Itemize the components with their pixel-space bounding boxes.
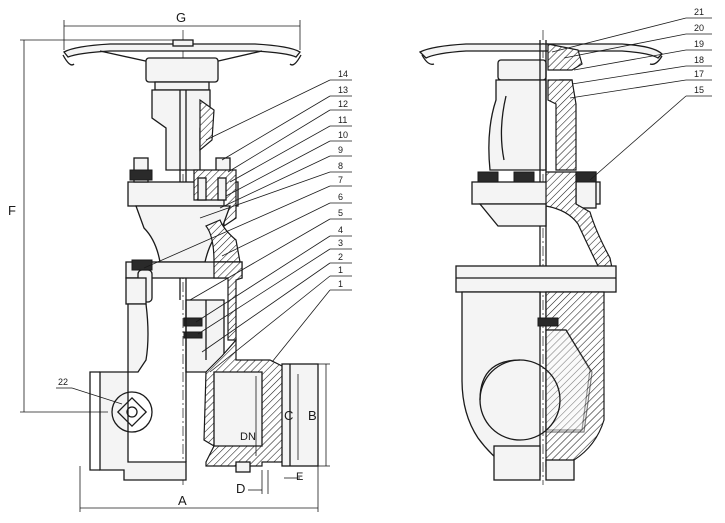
part-number-10: 9 [338,145,343,155]
part-number-7: 6 [338,192,343,202]
dim-label-b: B [308,408,317,423]
part-number-8: 7 [338,175,343,185]
right-valve-view: 21 20 19 18 17 15 [418,7,712,485]
right-body [455,265,617,481]
part-number-22: 22 [58,377,68,387]
part-number-4: 3 [338,238,343,248]
dim-label-g: G [176,10,186,25]
dim-label-dn: DN [240,431,256,443]
part-number-16: 14 [338,69,348,79]
dim-label-f: F [8,203,16,218]
part-number-15: 15 [694,85,704,95]
right-part-callouts: 21 20 19 18 17 15 [551,7,712,181]
part-number-9: 8 [338,161,343,171]
right-bonnet [471,171,615,279]
dim-label-d: D [236,481,245,496]
left-yoke [151,89,215,300]
part-number-21: 21 [694,7,704,17]
left-body [89,303,319,481]
part-number-18: 18 [694,55,704,65]
part-number-19: 19 [694,39,704,49]
part-number-12: 11 [338,115,347,125]
left-gate [183,299,225,462]
left-dimensions: G F A B C DN D E [8,10,330,512]
left-part-callouts: 14 13 12 11 10 9 8 7 6 [56,69,352,405]
part-number-14: 13 [338,85,348,95]
dim-label-e: E [296,471,303,483]
part-number-6: 5 [338,208,343,218]
part-number-13: 12 [338,99,348,109]
left-handwheel [62,39,302,91]
part-number-11: 10 [338,130,348,140]
part-number-5: 4 [338,225,343,235]
part-number-3: 2 [338,252,343,262]
part-number-1: 1 [338,279,343,289]
dim-label-c: C [284,408,293,423]
part-number-2: 1 [338,265,343,275]
part-number-20: 20 [694,23,704,33]
part-number-17: 17 [694,69,704,79]
left-bonnet [127,157,241,263]
left-valve-view: G F A B C DN D E [8,10,352,512]
dim-label-a: A [178,493,187,508]
